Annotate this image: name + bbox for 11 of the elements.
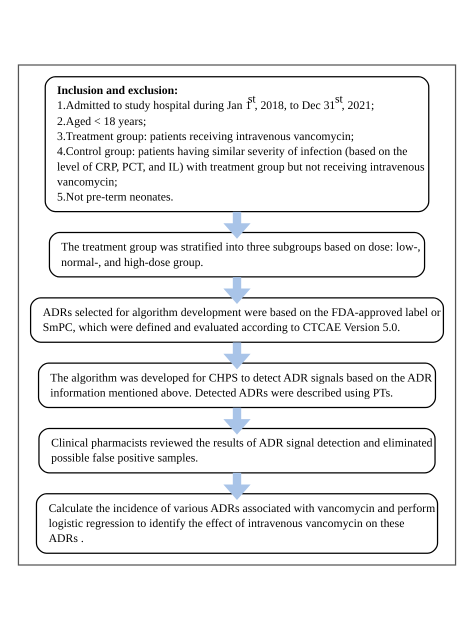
arrow — [223, 408, 251, 435]
node-box: Clinical pharmacists reviewed the results of ADR signal detection and eliminated possible false positive samples. — [38, 428, 436, 474]
node-box: Calculate the incidence of various ADRs associated with vancomycin and perform logistic regression to identify the effect of intravenous vancomycin on these ADRs . — [36, 493, 438, 554]
arrow — [223, 342, 251, 370]
node-box: ADRs selected for algorithm development were based on the FDA-approved label or SmPC, which were defined and evaluated according to CTCAE Version 5.0. — [30, 297, 444, 343]
cluster — [18, 64, 456, 566]
arrow — [223, 472, 251, 500]
arrow — [223, 212, 251, 239]
arrow — [223, 277, 251, 304]
node-box: The algorithm was developed for CHPS to detect ADR signals based on the ADR information mentioned above. Detected ADRs were described using PTs. — [38, 362, 436, 408]
node-box: The treatment group was stratified into three subgroups based on dose: low-, normal-, and high-dose group. — [48, 232, 426, 278]
